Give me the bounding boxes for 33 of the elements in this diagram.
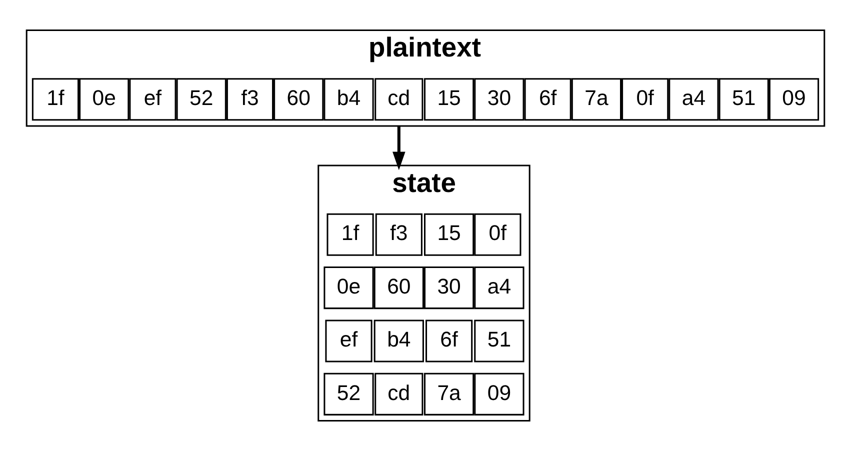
node-box: ef bbox=[325, 319, 372, 362]
node-box: 09 bbox=[474, 372, 524, 415]
node-box: ef bbox=[129, 78, 176, 120]
node-box: 0f bbox=[622, 78, 669, 120]
node-box: 0f bbox=[474, 212, 522, 256]
node-box: 7a bbox=[424, 372, 474, 415]
node-box: 60 bbox=[374, 266, 424, 309]
node-box: b4 bbox=[374, 319, 424, 362]
node-box: 09 bbox=[768, 78, 820, 120]
node-box: b4 bbox=[324, 78, 374, 120]
node-box: 1f bbox=[32, 78, 80, 120]
node-box: 52 bbox=[176, 78, 226, 120]
node-box: 30 bbox=[474, 78, 524, 120]
node-box: 15 bbox=[424, 78, 474, 120]
node-box: a4 bbox=[668, 78, 719, 120]
node-box: 51 bbox=[474, 319, 524, 362]
node-box: 7a bbox=[571, 78, 622, 120]
node-box: 51 bbox=[718, 78, 769, 120]
node-box: 15 bbox=[424, 212, 474, 256]
node-box: 60 bbox=[274, 78, 324, 120]
node-box: cd bbox=[374, 78, 424, 120]
node-box: 30 bbox=[424, 266, 474, 309]
node-box: cd bbox=[374, 372, 424, 415]
node-box: 0e bbox=[79, 78, 130, 120]
node-box: 1f bbox=[326, 212, 374, 256]
node-box: 52 bbox=[324, 372, 374, 415]
node-box: f3 bbox=[226, 78, 274, 120]
node-box: 6f bbox=[524, 78, 572, 120]
node-box: 6f bbox=[426, 319, 473, 362]
node-box: 0e bbox=[324, 266, 374, 309]
node-box: a4 bbox=[474, 266, 524, 309]
node-box: f3 bbox=[375, 212, 422, 256]
arrow bbox=[392, 125, 406, 170]
